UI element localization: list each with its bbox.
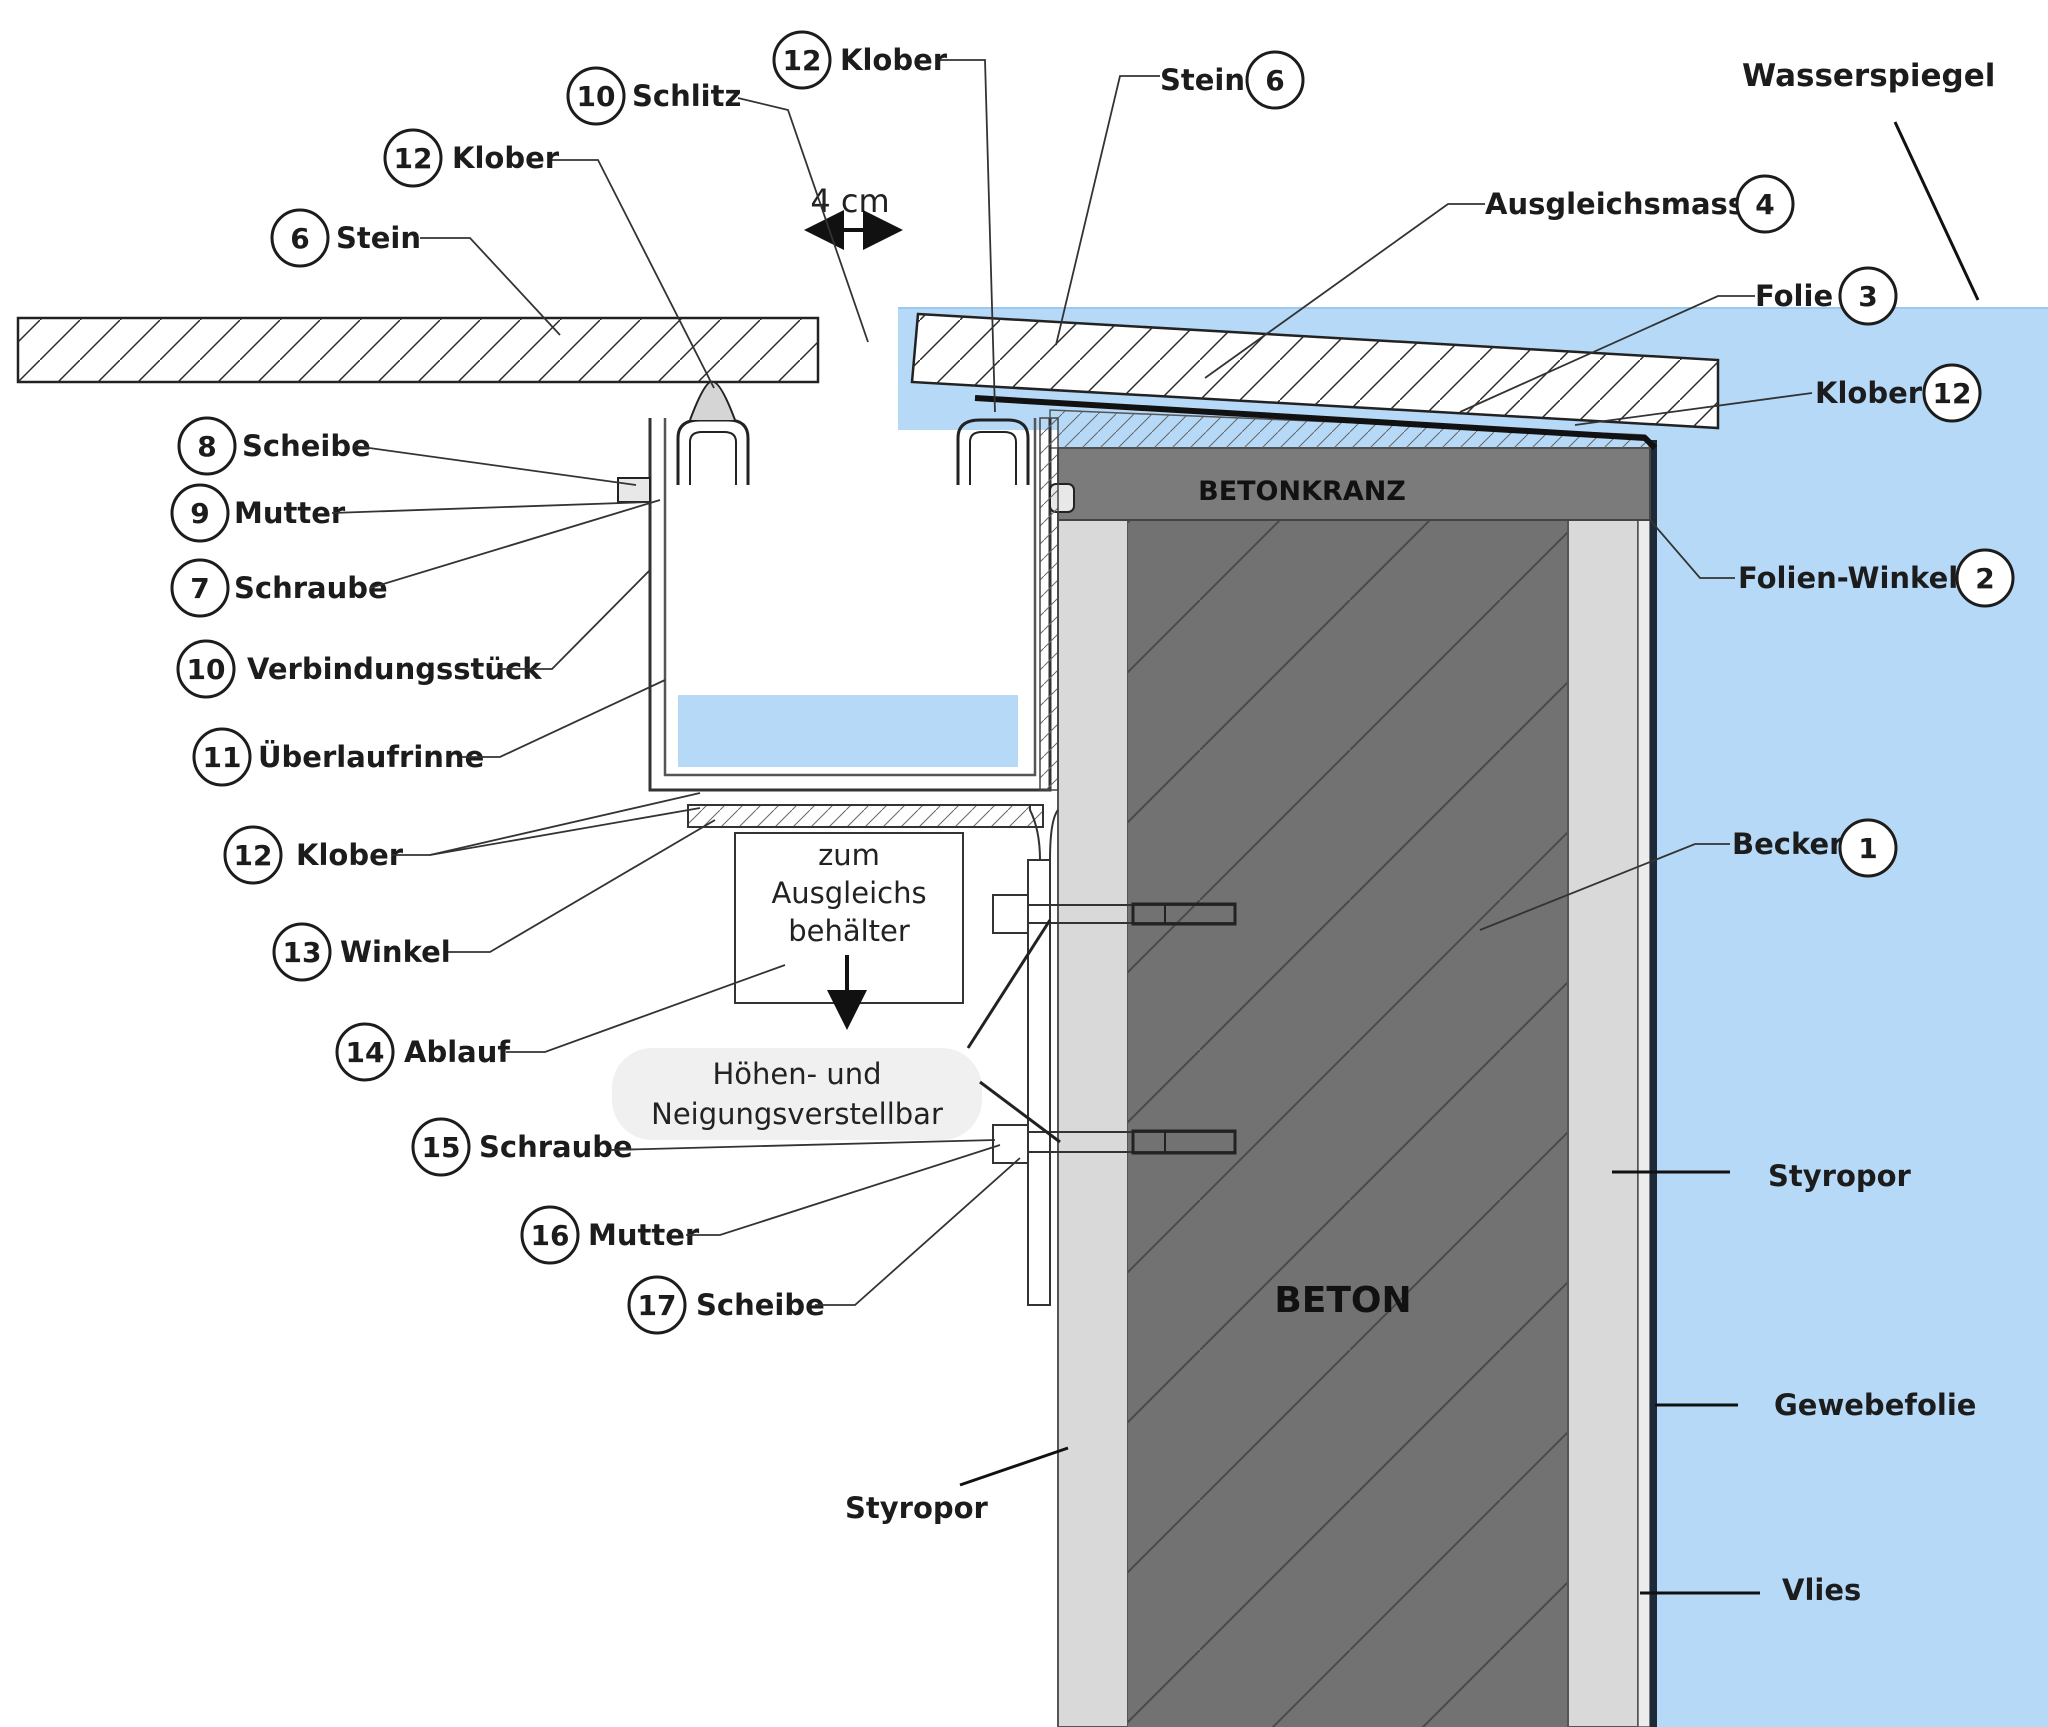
svg-text:8: 8 [197, 430, 216, 463]
callout-13-winkel: 13 Winkel [272, 819, 716, 982]
svg-text:Schraube: Schraube [479, 1130, 633, 1164]
gewebefolie-label: Gewebefolie [1774, 1388, 1976, 1422]
svg-text:9: 9 [190, 497, 209, 530]
svg-text:12: 12 [394, 142, 433, 175]
callout-1-becken: Becken 1 [1479, 818, 1898, 931]
svg-text:Becken: Becken [1732, 827, 1850, 861]
callout-3-folie: Folie 3 [1459, 266, 1898, 413]
adjust-note-2: Neigungsverstellbar [651, 1097, 943, 1131]
callout-14-ablauf: 14 Ablauf [335, 964, 786, 1082]
betonkranz-label: BETONKRANZ [1198, 476, 1406, 507]
adjust-note-1: Höhen- und [712, 1057, 881, 1091]
gutter-water [678, 695, 1018, 767]
callout-10-verbindungsstueck: 10 Verbindungsstück [176, 569, 651, 699]
svg-text:Klober: Klober [452, 141, 560, 175]
anchor-lower [1131, 1129, 1237, 1155]
vlies-label: Vlies [1782, 1573, 1861, 1607]
svg-text:12: 12 [783, 44, 822, 77]
svg-text:12: 12 [234, 839, 273, 872]
svg-text:14: 14 [346, 1036, 385, 1069]
callout-6-stein-left: 6 Stein [270, 208, 561, 336]
svg-text:Mutter: Mutter [588, 1218, 700, 1252]
svg-text:Klober: Klober [840, 43, 948, 77]
folie-line [974, 395, 1658, 451]
callout-12-klober-right: Klober 12 [1574, 363, 1982, 426]
callout-9-mutter: 9 Mutter [170, 483, 651, 543]
callout-16-mutter: 16 Mutter [520, 1144, 1001, 1265]
callout-15-schraube: 15 Schraube [411, 1117, 996, 1177]
klober-left [689, 380, 736, 421]
svg-text:17: 17 [638, 1289, 677, 1322]
adjust-note-bg [612, 1048, 982, 1140]
svg-text:Mutter: Mutter [234, 496, 346, 530]
svg-text:11: 11 [203, 741, 242, 774]
svg-text:Klober: Klober [1815, 376, 1923, 410]
callout-11-ueberlaufrinne: 11 Überlaufrinne [192, 679, 666, 787]
anchor-upper [1131, 902, 1237, 926]
svg-text:Scheibe: Scheibe [242, 429, 371, 463]
svg-text:Verbindungsstück: Verbindungsstück [247, 652, 542, 686]
svg-text:Folien-Winkel: Folien-Winkel [1738, 561, 1958, 595]
callout-8-scheibe: 8 Scheibe [177, 416, 637, 486]
box-text-1: zum [818, 838, 880, 872]
svg-text:Folie: Folie [1755, 279, 1833, 313]
svg-text:2: 2 [1975, 562, 1994, 595]
beton-label: BETON [1274, 1280, 1411, 1321]
callout-7-schraube: 7 Schraube [170, 499, 661, 618]
mounting-plate [1027, 859, 1051, 1306]
svg-text:Winkel: Winkel [340, 935, 451, 969]
styrofoam-right [1567, 519, 1639, 1727]
svg-text:Überlaufrinne: Überlaufrinne [258, 740, 484, 774]
callout-10-schlitz: 10 Schlitz [566, 66, 869, 343]
callout-17-scheibe: 17 Scheibe [627, 1157, 1021, 1335]
svg-text:15: 15 [422, 1131, 461, 1164]
callout-2-folien-winkel: Folien-Winkel 2 [1649, 519, 2015, 608]
callout-12-klober-top: 12 Klober [772, 30, 996, 413]
svg-text:7: 7 [190, 572, 209, 605]
svg-text:13: 13 [283, 936, 322, 969]
gutter-hook-left [676, 418, 750, 485]
svg-text:Klober: Klober [296, 838, 404, 872]
svg-text:4: 4 [1755, 188, 1774, 221]
callout-12-klober-bottom: 12 Klober [223, 792, 701, 885]
svg-text:1: 1 [1858, 832, 1877, 865]
svg-text:3: 3 [1858, 280, 1877, 313]
svg-text:16: 16 [531, 1219, 570, 1252]
callout-12-klober-left: 12 Klober [383, 128, 715, 389]
styropor-right-label: Styropor [1768, 1159, 1912, 1193]
callout-4-ausgleichsmasse: Ausgleichsmasse 4 [1204, 174, 1795, 379]
svg-text:6: 6 [1265, 64, 1284, 97]
svg-text:Schlitz: Schlitz [632, 79, 741, 113]
svg-text:6: 6 [290, 222, 309, 255]
svg-text:Ausgleichsmasse: Ausgleichsmasse [1485, 187, 1765, 221]
gutter-hook-right [956, 418, 1030, 485]
svg-text:Stein: Stein [336, 221, 421, 255]
vlies-layer [1637, 519, 1651, 1727]
callout-6-stein-right: Stein 6 [1055, 50, 1305, 346]
winkel-bracket [687, 804, 1044, 828]
wasserspiegel-leader [1893, 121, 1980, 301]
svg-text:10: 10 [187, 653, 226, 686]
svg-text:Stein: Stein [1160, 63, 1245, 97]
svg-text:Scheibe: Scheibe [696, 1288, 825, 1322]
styrofoam-left [1057, 519, 1129, 1727]
dimension-label: 4 cm [810, 182, 889, 220]
svg-text:Schraube: Schraube [234, 571, 388, 605]
gewebefolie-layer [1650, 440, 1657, 1727]
styropor-left-label: Styropor [845, 1491, 989, 1525]
box-text-2: Ausgleichs [771, 876, 926, 910]
svg-text:12: 12 [1933, 377, 1972, 410]
box-text-3: behälter [788, 914, 910, 948]
svg-text:10: 10 [577, 80, 616, 113]
wasserspiegel-label: Wasserspiegel [1742, 58, 1995, 94]
svg-text:Ablauf: Ablauf [404, 1035, 510, 1069]
